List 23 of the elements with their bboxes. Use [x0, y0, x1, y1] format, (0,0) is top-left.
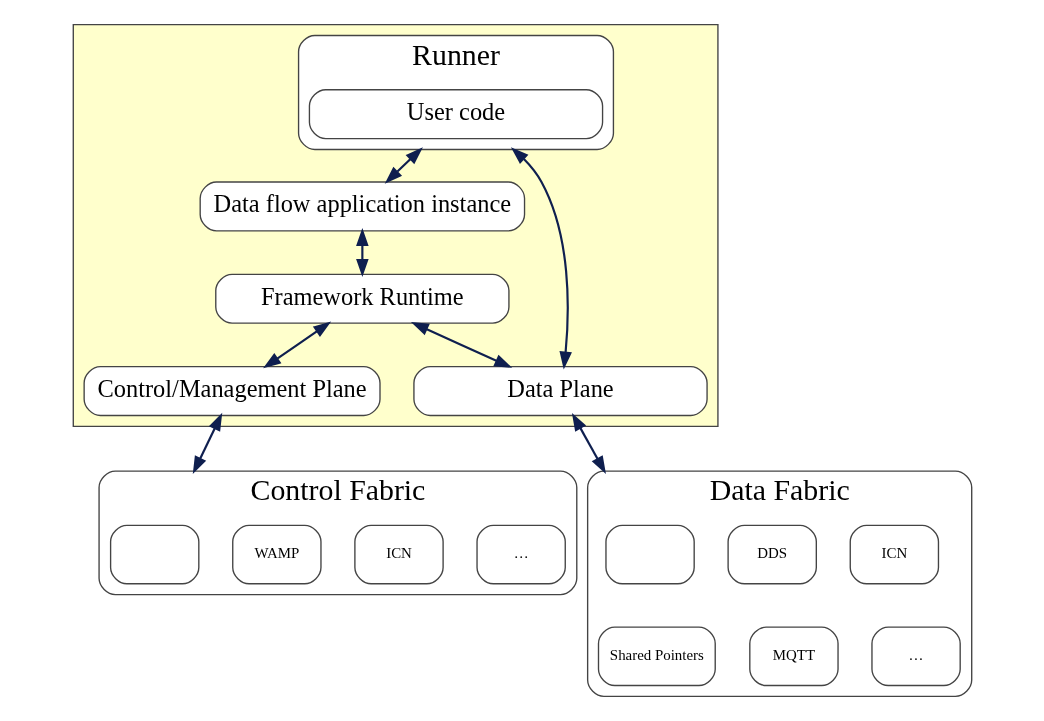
- node-box: Shared Pointers: [597, 626, 716, 687]
- arrow: [510, 147, 572, 370]
- arrow: [571, 412, 606, 474]
- node-box: User code: [308, 89, 603, 140]
- arrow: [410, 322, 512, 368]
- node-box: Data flow application instance: [199, 181, 525, 232]
- node-box: …: [870, 626, 961, 687]
- node-box: DDS: [726, 524, 817, 585]
- node-box: Control/Management Plane: [82, 365, 381, 417]
- cluster: [72, 23, 719, 427]
- node-box: Data Plane: [412, 365, 708, 417]
- arrow: [384, 147, 423, 184]
- node-box: ICN: [849, 524, 939, 585]
- node-box: …: [475, 524, 566, 585]
- arrow: [192, 412, 222, 475]
- node-box: WAMP: [231, 524, 322, 585]
- node-box: MQTT: [748, 626, 839, 687]
- node-box: ICN: [353, 524, 444, 585]
- arrow: [355, 228, 369, 277]
- node-box: [109, 524, 199, 585]
- arrow: [262, 321, 331, 369]
- node-box: Framework Runtime: [214, 273, 510, 324]
- node-box: [604, 524, 695, 585]
